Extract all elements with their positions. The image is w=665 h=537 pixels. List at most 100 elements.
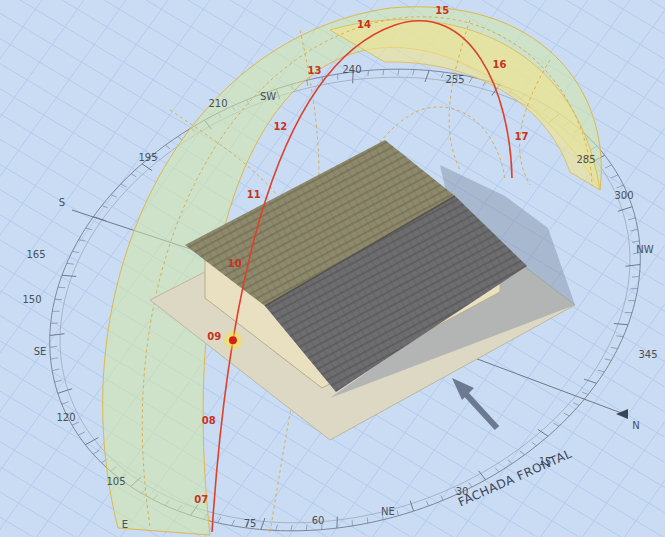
compass-tick	[508, 460, 512, 464]
grid-line	[582, 0, 665, 537]
hour-label: 14	[357, 19, 371, 31]
compass-tick	[93, 450, 99, 454]
grid-line	[0, 0, 117, 537]
compass-tick	[50, 346, 57, 347]
compass-tick	[410, 501, 413, 512]
compass-tick	[532, 442, 537, 446]
compass-tick	[79, 240, 86, 242]
compass-tick	[55, 299, 62, 300]
compass-tick	[367, 518, 369, 524]
compass-tick	[573, 403, 579, 406]
grid-line	[0, 0, 42, 537]
compass-label: 255	[445, 74, 464, 86]
compass-tick	[617, 185, 624, 188]
hour-label: 11	[247, 189, 261, 201]
compass-tick	[469, 77, 472, 83]
compass-tick	[441, 72, 443, 78]
compass-tick	[598, 370, 604, 372]
compass-tick	[441, 495, 443, 500]
sky-dome	[103, 7, 602, 535]
grid-line	[0, 0, 75, 537]
compass-tick	[564, 413, 570, 416]
compass-label: SW	[260, 91, 276, 103]
compass-tick	[616, 335, 623, 337]
compass-tick	[382, 69, 384, 75]
compass-tick	[625, 312, 632, 313]
grid-line	[20, 0, 665, 537]
hour-label: 17	[514, 131, 528, 143]
compass-tick	[628, 218, 635, 220]
compass-tick	[291, 525, 292, 531]
compass-tick	[625, 265, 640, 267]
sun-path	[212, 21, 512, 532]
compass-tick	[218, 517, 221, 523]
compass-tick	[367, 70, 369, 76]
compass-tick	[72, 251, 79, 252]
compass-tick	[78, 432, 85, 435]
compass-tick	[632, 241, 639, 242]
compass-tick	[131, 174, 136, 177]
compass-tick	[86, 228, 92, 230]
compass-tick	[520, 451, 524, 455]
compass-label: 105	[106, 476, 125, 488]
facade-arrowhead	[452, 378, 474, 400]
grid-line	[650, 0, 665, 537]
compass-tick	[426, 501, 428, 506]
compass-tick	[276, 525, 278, 531]
compass-label: NE	[381, 506, 395, 518]
sun-path-guide	[142, 17, 592, 526]
compass-label: 285	[576, 154, 595, 166]
compass-tick	[52, 311, 59, 312]
compass-tick	[425, 70, 429, 81]
facade-arrow	[464, 392, 497, 428]
compass-tick	[52, 369, 59, 371]
sun-path-guide	[520, 60, 550, 185]
compass-label: 195	[138, 152, 157, 164]
compass-tick	[306, 80, 308, 85]
compass-tick	[50, 334, 65, 336]
compass-tick	[630, 229, 637, 231]
compass-label: S	[59, 197, 65, 209]
compass-tick	[111, 195, 117, 198]
grid-line	[566, 0, 665, 537]
compass-tick	[554, 423, 559, 426]
roof-shaded	[265, 196, 527, 392]
compass-tick	[628, 300, 635, 301]
compass-tick	[166, 145, 170, 149]
compass-label: 210	[208, 98, 227, 110]
compass-tick	[632, 276, 639, 278]
compass-tick	[337, 74, 338, 80]
hour-label: 16	[493, 59, 507, 71]
compass-tick	[495, 468, 499, 472]
compass-tick	[58, 287, 65, 288]
compass-label: 345	[638, 349, 657, 361]
compass-tick	[398, 69, 399, 75]
compass-tick	[630, 288, 637, 289]
compass-label: SE	[34, 346, 47, 358]
compass-label: 165	[26, 249, 45, 261]
compass-tick	[605, 165, 612, 168]
compass-label: 75	[244, 518, 257, 530]
compass-tick	[352, 520, 353, 526]
compass-tick	[102, 206, 108, 208]
compass-tick	[142, 164, 152, 171]
compass-tick	[614, 324, 628, 325]
compass-tick	[611, 347, 618, 348]
compass-tick	[55, 380, 62, 382]
compass-label: NW	[636, 244, 653, 256]
hour-label: 09	[207, 331, 221, 343]
compass-tick	[306, 525, 308, 531]
compass-tick	[479, 471, 486, 480]
north-marker	[616, 409, 628, 419]
sun-glow	[222, 329, 244, 351]
compass-label: N	[632, 420, 639, 432]
compass-tick	[582, 392, 588, 394]
sun-dot	[229, 336, 237, 344]
compass-label: 150	[22, 294, 41, 306]
